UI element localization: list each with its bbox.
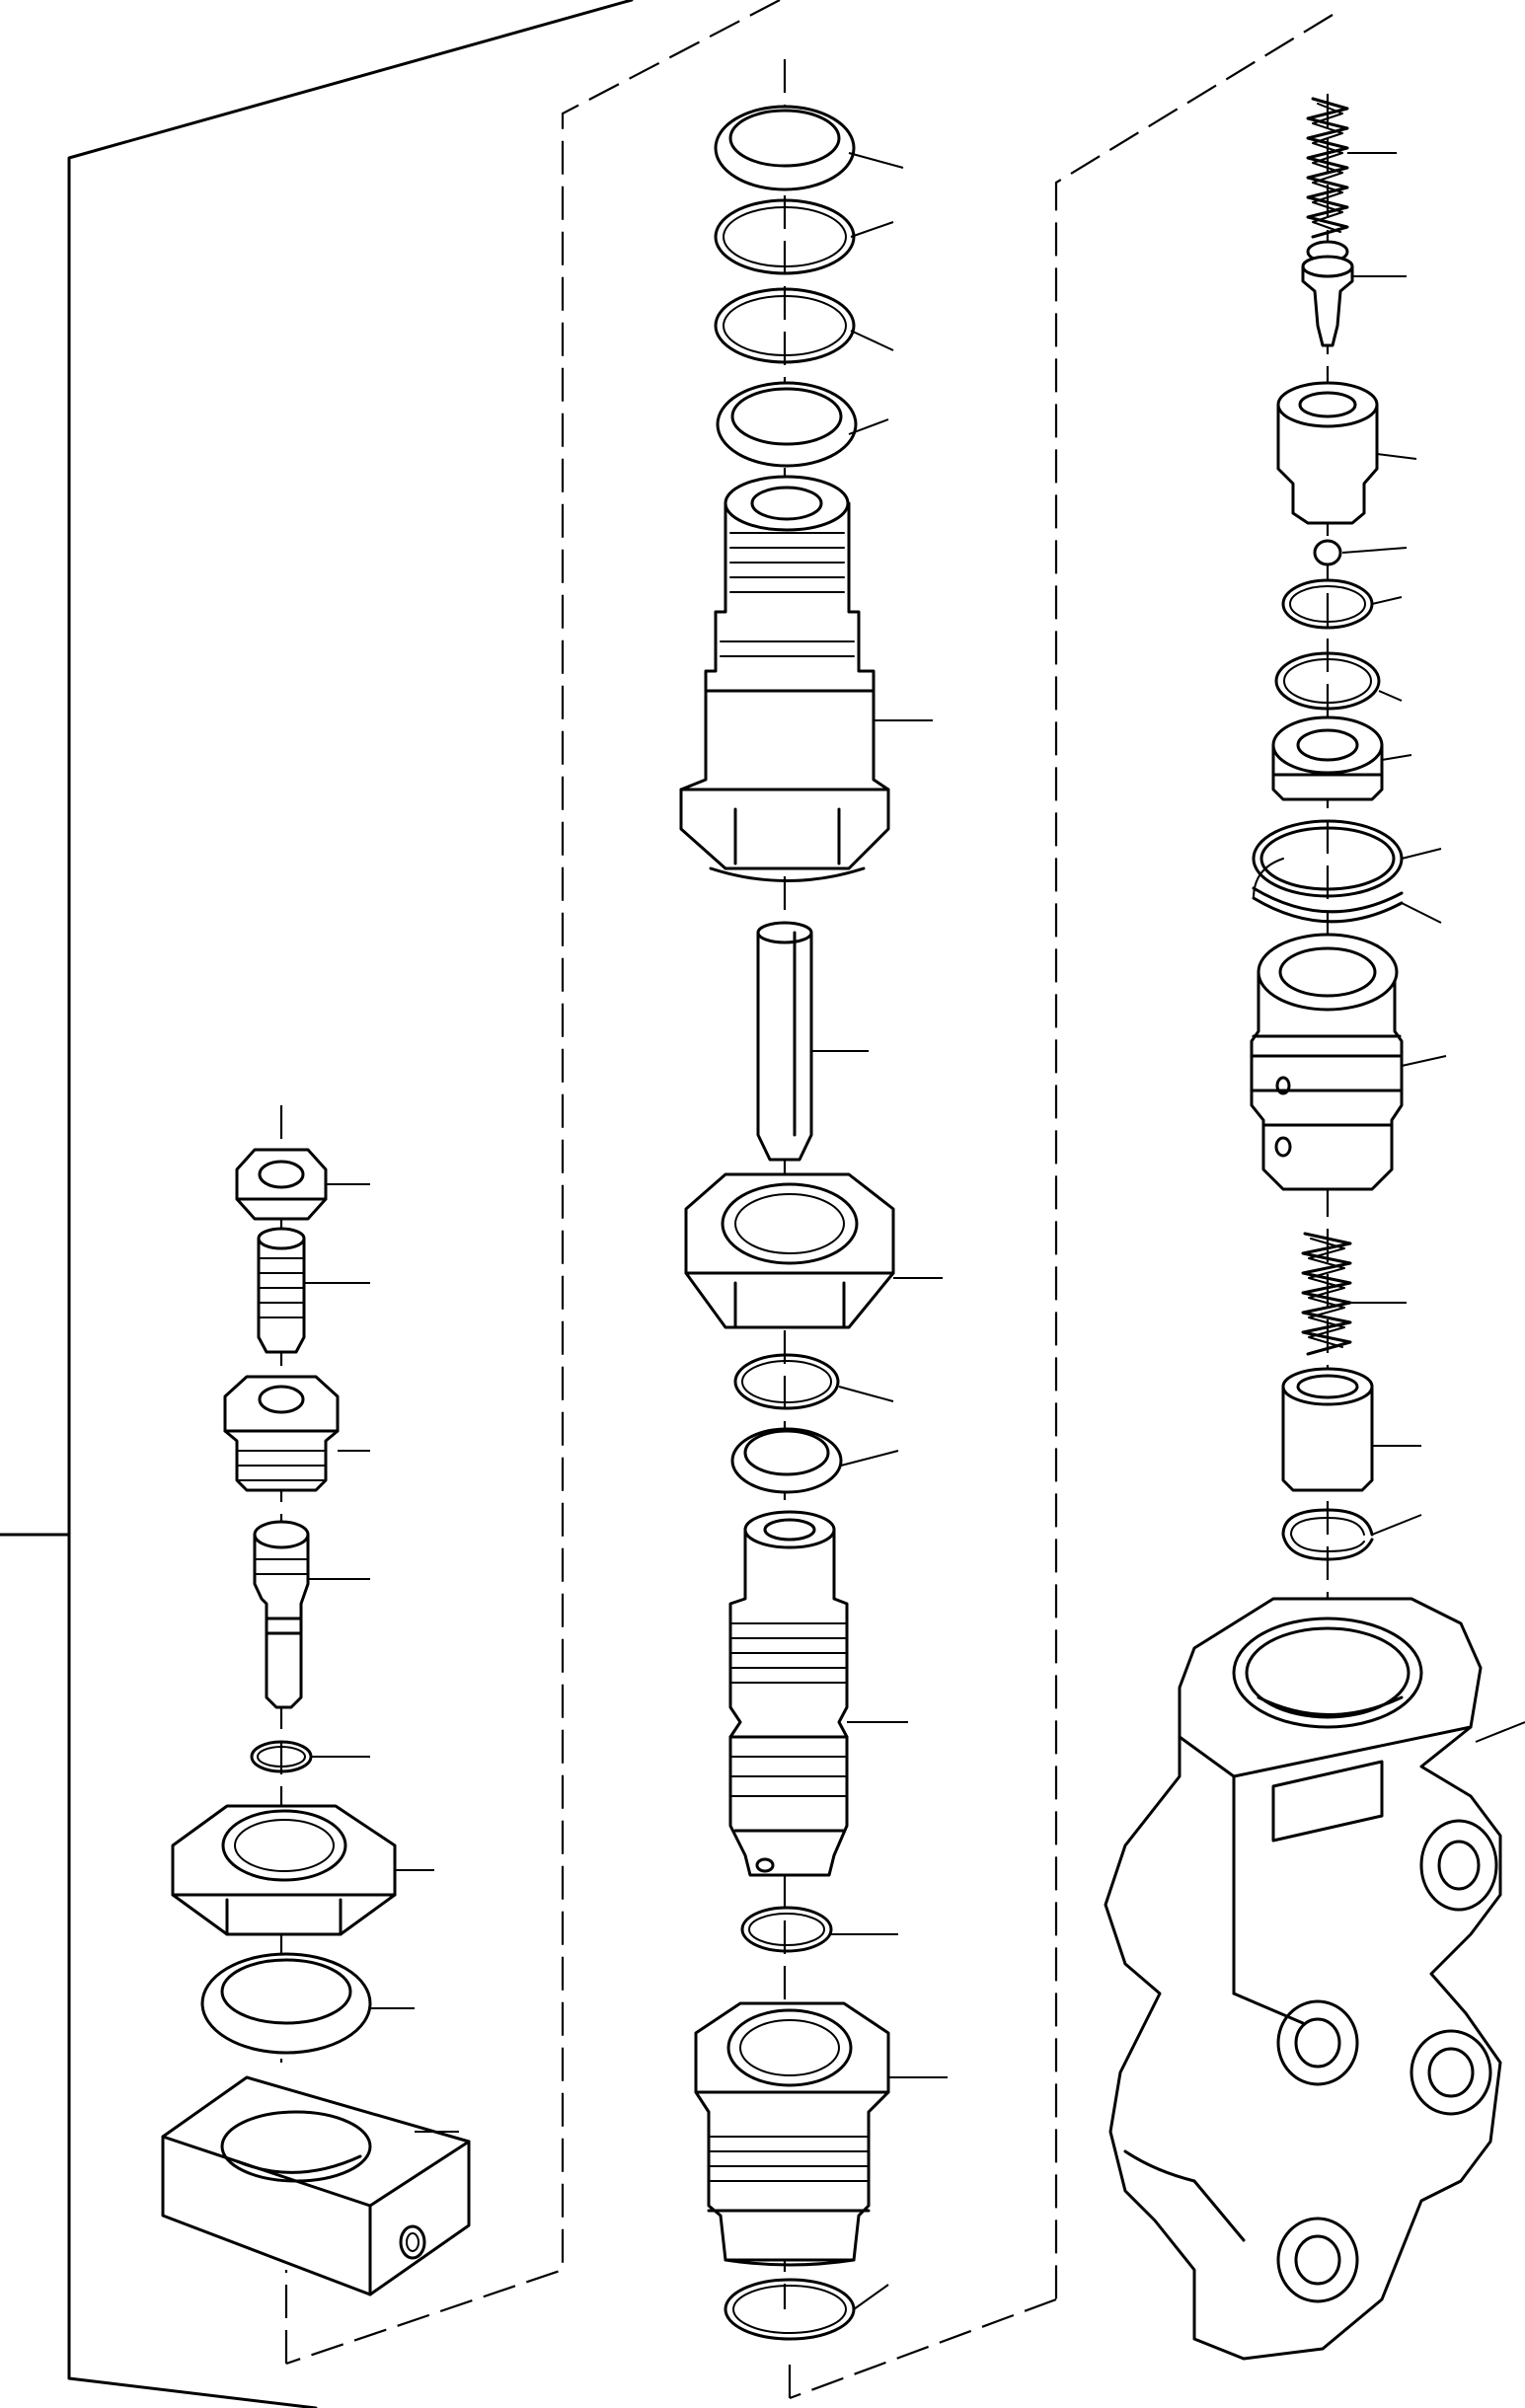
- threaded-spool: [728, 1510, 849, 1877]
- small-nut: [235, 1148, 328, 1221]
- hex-plug: [694, 2001, 890, 2267]
- snap-ring: [1281, 1508, 1374, 1561]
- o-ring-bottom: [724, 2278, 856, 2341]
- spring-top: [1306, 97, 1349, 239]
- o-ring-4: [740, 1906, 833, 1953]
- ball: [1313, 539, 1342, 566]
- piston: [1281, 1367, 1374, 1492]
- left-dashed-panel: [285, 0, 781, 2366]
- o-ring-3: [733, 1353, 840, 1410]
- left-frame: [67, 0, 634, 2408]
- washer-left: [200, 1952, 372, 2055]
- backup-ring-3: [730, 1427, 843, 1494]
- retainer: [1271, 715, 1384, 801]
- center-assembly: [679, 105, 895, 2341]
- backup-ring-2: [716, 381, 858, 468]
- o-ring-right-2: [1274, 651, 1381, 711]
- spring-middle: [1301, 1232, 1352, 1356]
- o-ring-left: [250, 1740, 313, 1773]
- right-assembly: [1104, 97, 1502, 2361]
- lock-nut: [684, 1172, 895, 1329]
- left-assembly: [161, 1148, 471, 2296]
- threaded-guide: [223, 1375, 340, 1492]
- poppet-left: [253, 1520, 310, 1709]
- poppet-small: [1301, 240, 1354, 347]
- pin: [756, 921, 813, 1162]
- hex-body: [679, 475, 890, 882]
- leader-lines: [304, 152, 1525, 2310]
- backup-ring-right: [1252, 858, 1404, 924]
- seat: [1276, 381, 1379, 525]
- center-dashed-panel: [1054, 14, 1334, 2299]
- housing-block: [161, 2075, 471, 2296]
- backup-ring-top: [714, 105, 856, 191]
- sleeve: [1250, 933, 1404, 1191]
- center-dashed-bottom: [789, 2297, 1057, 2400]
- o-ring-2: [714, 287, 856, 364]
- valve-body: [1104, 1597, 1502, 2361]
- adjusting-screw: [257, 1227, 306, 1354]
- hex-nut-left: [171, 1804, 397, 1936]
